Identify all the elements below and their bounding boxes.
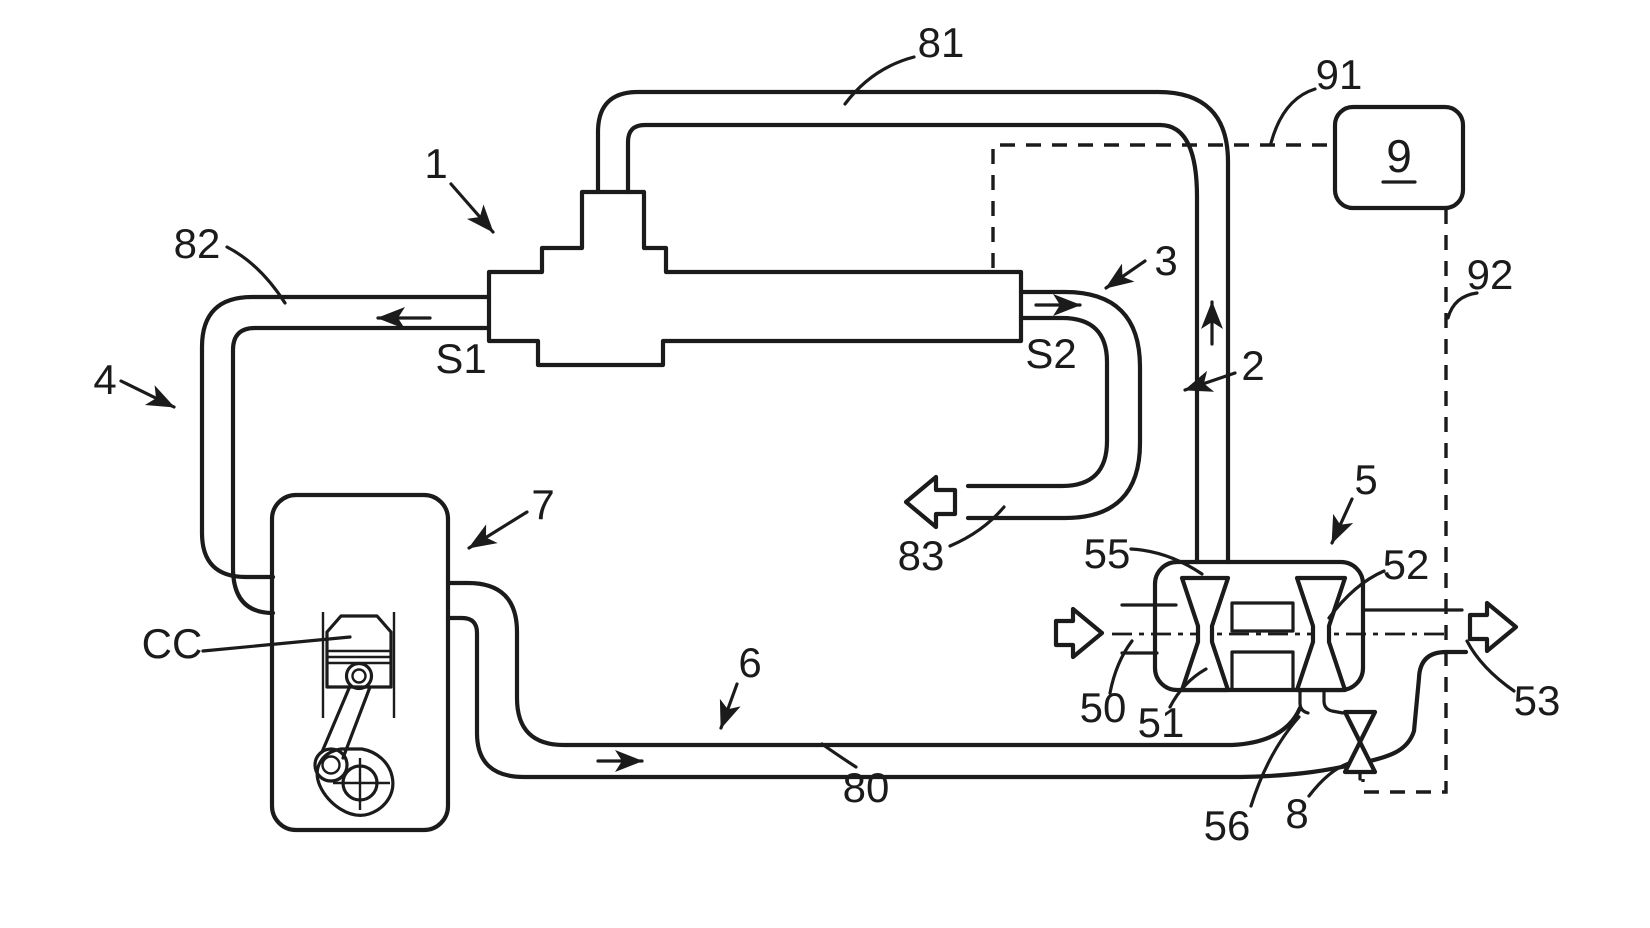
label-53: 53 (1514, 677, 1561, 724)
turbocharger-housing (1112, 559, 1464, 693)
label-80: 80 (843, 764, 890, 811)
label-1: 1 (424, 140, 447, 187)
label-8: 8 (1285, 790, 1308, 837)
open-arrow-exhaust-icon (1467, 600, 1519, 654)
open-arrow-intake-icon (1053, 606, 1105, 660)
engine-block (269, 492, 451, 833)
label-3: 3 (1154, 237, 1177, 284)
label-81: 81 (918, 19, 965, 66)
label-51: 51 (1138, 699, 1185, 746)
label-cc: CC (142, 620, 203, 667)
label-4: 4 (93, 356, 116, 403)
reference-labels: 81 1 82 4 S1 S2 3 2 91 92 83 7 CC 6 80 5… (93, 19, 1560, 849)
label-5: 5 (1354, 456, 1377, 503)
compressor-wheel (1179, 575, 1231, 693)
label-55: 55 (1084, 530, 1131, 577)
ecu-label: 9 (1386, 130, 1412, 182)
label-92: 92 (1467, 251, 1514, 298)
pipe-82-crankcase-line (199, 294, 492, 616)
pointer-arrows (119, 182, 1354, 730)
label-50: 50 (1080, 684, 1127, 731)
label-91: 91 (1316, 51, 1363, 98)
label-s2: S2 (1025, 330, 1076, 377)
wastegate-port (1298, 688, 1345, 715)
label-2: 2 (1241, 342, 1264, 389)
pipe-6-80-blowby-line (445, 580, 1469, 780)
control-line-91 (991, 143, 1334, 268)
label-s1: S1 (435, 335, 486, 382)
pipe-3-83-discharge-line (965, 289, 1143, 521)
label-56: 56 (1204, 802, 1251, 849)
ecu-box: 9 (1332, 104, 1466, 211)
piston-assembly (313, 612, 396, 817)
control-line-92 (1361, 209, 1448, 794)
turbine-wheel (1294, 575, 1348, 693)
wastegate-valve (1342, 709, 1378, 781)
label-7: 7 (531, 481, 554, 528)
label-6: 6 (738, 639, 761, 686)
open-arrow-left-icon (903, 474, 958, 530)
ejector-body (486, 189, 1024, 368)
label-52: 52 (1383, 541, 1430, 588)
leader-lines (201, 55, 1516, 808)
pipe-81-motive-line (595, 89, 1231, 565)
label-82: 82 (174, 220, 221, 267)
label-83: 83 (898, 532, 945, 579)
